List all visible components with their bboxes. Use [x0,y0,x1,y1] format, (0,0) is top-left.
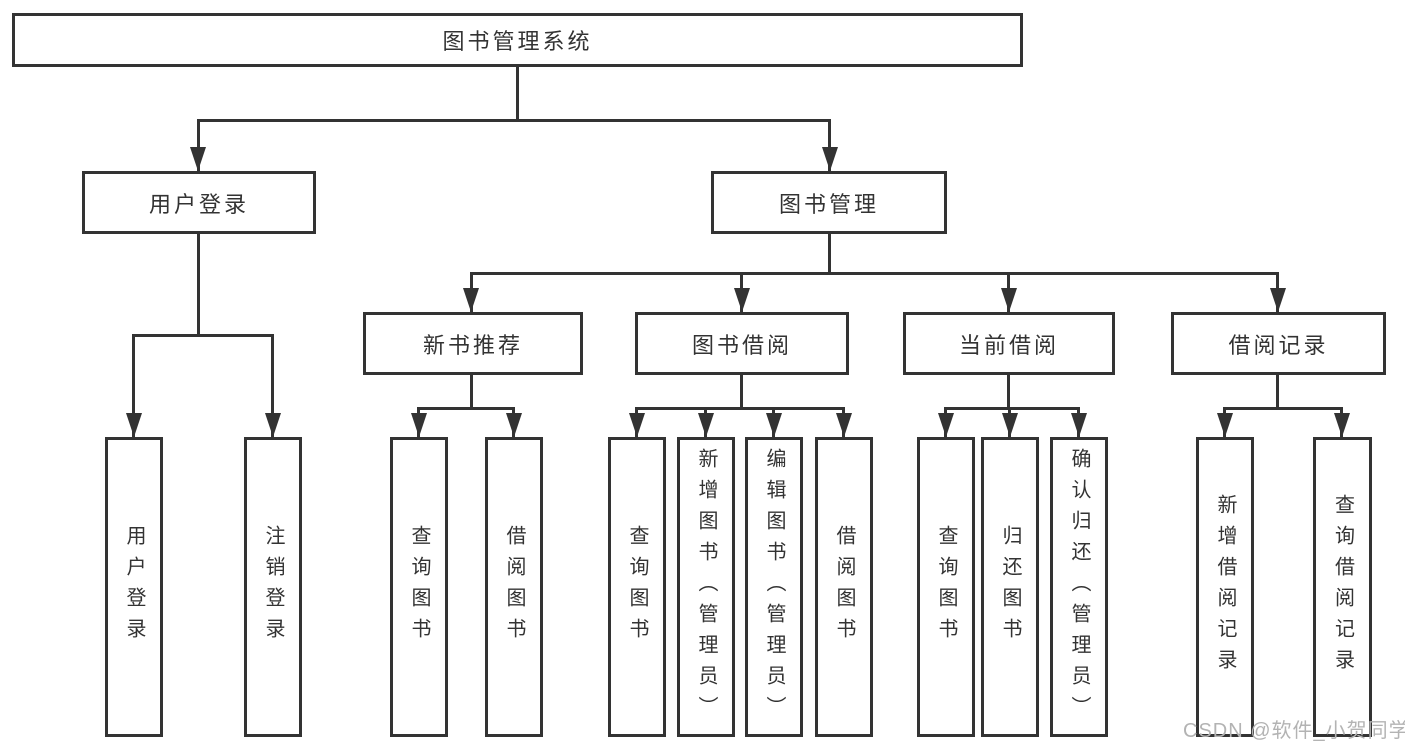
node-book-management: 图书管理 [711,171,947,234]
watermark: CSDN @软件_小贺同学 [1183,720,1405,742]
connector-user-login-horizontal [132,334,274,337]
leaf-records-query-record-label: 查询借阅记录 [1331,494,1354,680]
leaf-recommend-query-books-label: 查询图书 [408,525,430,649]
connector-book-borrow-vertical [740,375,743,408]
arrowhead-down-icon [1217,413,1233,437]
leaf-records-add-record: 新增借阅记录 [1196,437,1254,737]
leaf-recommend-borrow-books-label: 借阅图书 [503,525,525,649]
leaf-current-confirm-return-admin: 确认归还（管理员） [1050,437,1108,737]
arrowhead-down-icon [766,413,782,437]
arrowhead-down-icon [463,288,479,312]
connector-recommend-vertical [470,375,473,408]
node-library-system-label: 图书管理系统 [442,29,593,54]
connector-stem [828,119,831,171]
connector-root-vertical [516,67,519,120]
leaf-borrow-edit-books-admin-label: 编辑图书（管理员） [763,447,785,727]
connector-stem [271,334,274,437]
leaf-recommend-borrow-books: 借阅图书 [485,437,543,737]
leaf-records-add-record-label: 新增借阅记录 [1214,494,1236,680]
node-new-book-recommend: 新书推荐 [363,312,583,375]
connector-borrow-records-horizontal [1223,407,1343,410]
connector-stem [132,334,135,437]
leaf-records-query-record: 查询借阅记录 [1313,437,1372,737]
arrowhead-down-icon [938,413,954,437]
connector-user-login-vertical [197,234,200,334]
arrowhead-down-icon [1270,288,1286,312]
connector-root-horizontal [197,119,831,122]
node-book-borrow: 图书借阅 [635,312,849,375]
leaf-current-query-books-label: 查询图书 [935,525,957,649]
node-book-borrow-label: 图书借阅 [691,332,792,358]
connector-borrow-records-vertical [1276,375,1279,408]
connector-recommend-horizontal [417,407,515,410]
connector-book-borrow-horizontal [635,407,845,410]
arrowhead-down-icon [1334,413,1350,437]
leaf-recommend-query-books: 查询图书 [390,437,448,737]
arrowhead-down-icon [836,413,852,437]
arrowhead-down-icon [265,413,281,437]
leaf-logout: 注销登录 [244,437,302,737]
leaf-user-login-label: 用户登录 [123,525,145,649]
node-user-login: 用户登录 [82,171,316,234]
leaf-current-confirm-return-admin-label: 确认归还（管理员） [1068,447,1090,727]
leaf-user-login: 用户登录 [105,437,163,737]
arrowhead-down-icon [1071,413,1087,437]
arrowhead-down-icon [506,413,522,437]
leaf-borrow-query-books-label: 查询图书 [626,525,648,649]
connector-book-management-vertical [828,234,831,272]
arrowhead-down-icon [190,147,206,171]
leaf-borrow-add-books-admin-label: 新增图书（管理员） [695,447,717,727]
connector-book-management-horizontal [470,272,1279,275]
arrowhead-down-icon [698,413,714,437]
node-new-book-recommend-label: 新书推荐 [422,332,523,358]
node-current-borrow-label: 当前借阅 [958,332,1059,358]
leaf-borrow-edit-books-admin: 编辑图书（管理员） [745,437,803,737]
connector-current-borrow-vertical [1007,375,1010,408]
leaf-current-query-books: 查询图书 [917,437,975,737]
leaf-borrow-borrow-books: 借阅图书 [815,437,873,737]
leaf-current-return-books-label: 归还图书 [999,525,1021,649]
arrowhead-down-icon [629,413,645,437]
node-book-management-label: 图书管理 [778,191,879,217]
leaf-current-return-books: 归还图书 [981,437,1039,737]
arrowhead-down-icon [411,413,427,437]
connector-current-borrow-horizontal [944,407,1080,410]
leaf-borrow-query-books: 查询图书 [608,437,666,737]
leaf-logout-label: 注销登录 [262,525,284,649]
arrowhead-down-icon [1002,413,1018,437]
node-current-borrow: 当前借阅 [903,312,1115,375]
node-user-login-label: 用户登录 [148,191,249,217]
node-borrow-records-label: 借阅记录 [1228,332,1329,358]
arrowhead-down-icon [822,147,838,171]
node-borrow-records: 借阅记录 [1171,312,1386,375]
arrowhead-down-icon [126,413,142,437]
arrowhead-down-icon [734,288,750,312]
arrowhead-down-icon [1001,288,1017,312]
leaf-borrow-add-books-admin: 新增图书（管理员） [677,437,735,737]
leaf-borrow-borrow-books-label: 借阅图书 [833,525,855,649]
connector-stem [197,119,200,171]
node-library-system: 图书管理系统 [12,13,1023,67]
